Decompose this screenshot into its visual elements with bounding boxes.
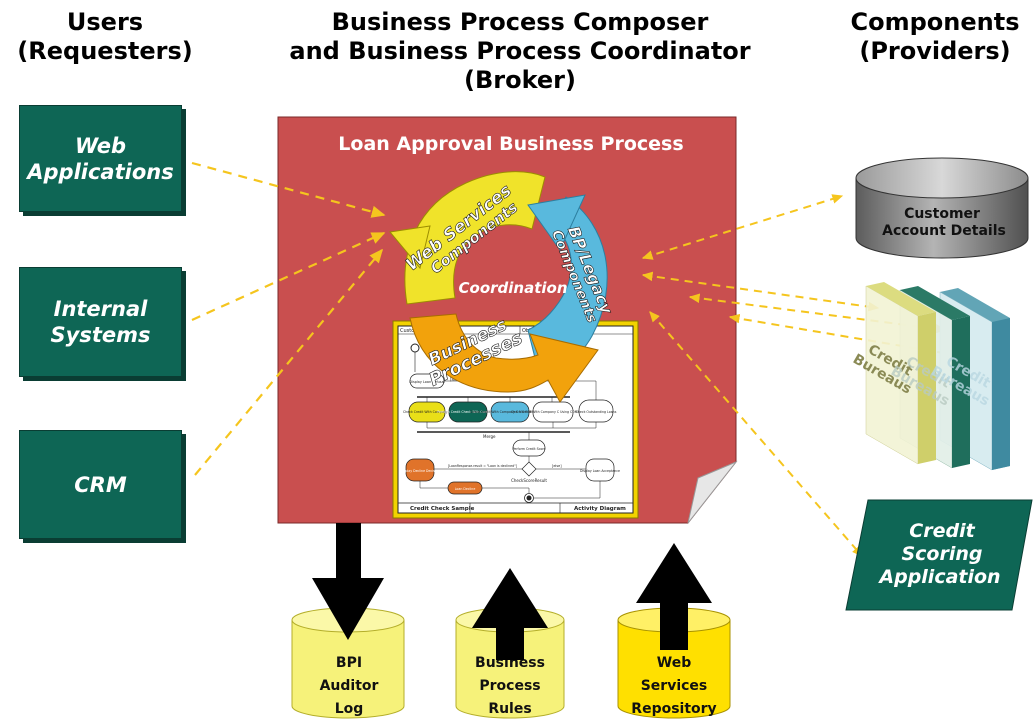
database-label: Business xyxy=(475,655,545,671)
activity-edge-label: CheckScoreResult xyxy=(511,478,547,483)
activity-node-label: Perform Credit Score xyxy=(512,447,545,451)
activity-footer-type: Activity Diagram xyxy=(574,506,626,512)
arrow-down-auditor xyxy=(312,523,384,640)
database-label: Services xyxy=(641,678,708,694)
activity-node-label: Check Credit With Company C Using COM Co… xyxy=(511,410,596,414)
activity-edge-label: [else] xyxy=(552,464,562,468)
dashed-arrow xyxy=(649,311,863,557)
arrow-up-rules xyxy=(472,568,548,660)
database-label: Auditor xyxy=(320,678,379,694)
activity-start-node xyxy=(410,343,420,353)
user-box-crm[interactable]: CRM xyxy=(19,430,182,539)
database-label: Web xyxy=(657,655,691,671)
cycle-segment-business-processes xyxy=(409,313,599,403)
activity-node xyxy=(448,401,488,423)
user-box-label: Web xyxy=(74,133,127,158)
arrow-up-repository xyxy=(636,543,712,650)
coordination-cycle xyxy=(389,171,608,403)
database-label: Rules xyxy=(488,701,531,717)
dashed-arrow xyxy=(641,194,844,260)
customer-database-label: Customer xyxy=(904,206,980,222)
user-box-label: Systems xyxy=(50,323,151,347)
activity-diagram: Customer Object model Credit Check Sampl… xyxy=(392,320,639,519)
activity-header-label: Customer xyxy=(400,328,425,334)
activity-node-label: Check Outstanding Loans xyxy=(576,410,617,414)
activity-node-label: Check Credit With Company C Via COM Conn… xyxy=(470,410,551,414)
user-box-label: Applications xyxy=(27,159,174,184)
activity-node-label: Loan Decline xyxy=(455,487,476,491)
header-broker-line: and Business Process Coordinator xyxy=(289,37,751,65)
activity-node-label: Display Loan Acceptance xyxy=(580,469,620,473)
user-box-label: Internal xyxy=(53,297,148,321)
cycle-center-label: Coordination xyxy=(459,279,568,297)
database-label: Repository xyxy=(631,701,716,717)
activity-node-label: Perform Credit Check With Company B xyxy=(437,410,499,414)
activity-node xyxy=(490,401,530,423)
database-label: Log xyxy=(335,701,364,717)
activity-edge-label: [LoanResponse.result = "Loan is declined… xyxy=(448,464,517,468)
database-bpi-auditor-log[interactable] xyxy=(291,607,405,719)
credit-scoring-application[interactable]: Credit Scoring Application xyxy=(845,499,1033,611)
user-box-web-applications[interactable]: Web Applications xyxy=(19,105,182,212)
credit-bureaus xyxy=(865,282,1010,471)
dashed-arrow xyxy=(191,161,386,218)
cycle-segment-web-services xyxy=(404,171,546,305)
header-components-line: Components xyxy=(850,8,1020,36)
header-broker: Business Process Composer and Business P… xyxy=(240,8,800,95)
user-box-internal-systems[interactable]: Internal Systems xyxy=(19,267,182,377)
credit-scoring-label: Application xyxy=(877,566,1000,588)
database-label: Process xyxy=(479,678,540,694)
activity-footer-sample: Credit Check Sample xyxy=(410,506,475,512)
header-users-line: Users xyxy=(66,8,144,36)
credit-scoring-label: Scoring xyxy=(901,543,982,565)
user-box-label: CRM xyxy=(74,472,127,497)
header-components: Components (Providers) xyxy=(836,8,1034,66)
dashed-arrow xyxy=(191,231,386,322)
database-label: BPI xyxy=(336,655,362,671)
activity-node-label: Display Decline Decision xyxy=(400,469,439,473)
header-users-line: (Requesters) xyxy=(17,37,193,65)
customer-database-label: Account Details xyxy=(882,223,1006,239)
credit-scoring-label: Credit xyxy=(909,520,975,542)
header-components-line: (Providers) xyxy=(859,37,1011,65)
request-arrows xyxy=(191,161,386,476)
activity-node-label: Check Credit With Company A xyxy=(403,410,452,414)
dashed-arrow xyxy=(194,248,383,476)
activity-edge-label: Merge xyxy=(483,434,496,439)
header-users: Users (Requesters) xyxy=(0,8,210,66)
header-broker-line: (Broker) xyxy=(464,66,576,94)
customer-database xyxy=(855,157,1029,259)
process-title: Loan Approval Business Process xyxy=(338,133,683,155)
header-broker-line: Business Process Composer xyxy=(331,8,709,36)
activity-decision xyxy=(521,461,537,477)
activity-node-label: Display Loan Refusal xyxy=(409,380,444,384)
